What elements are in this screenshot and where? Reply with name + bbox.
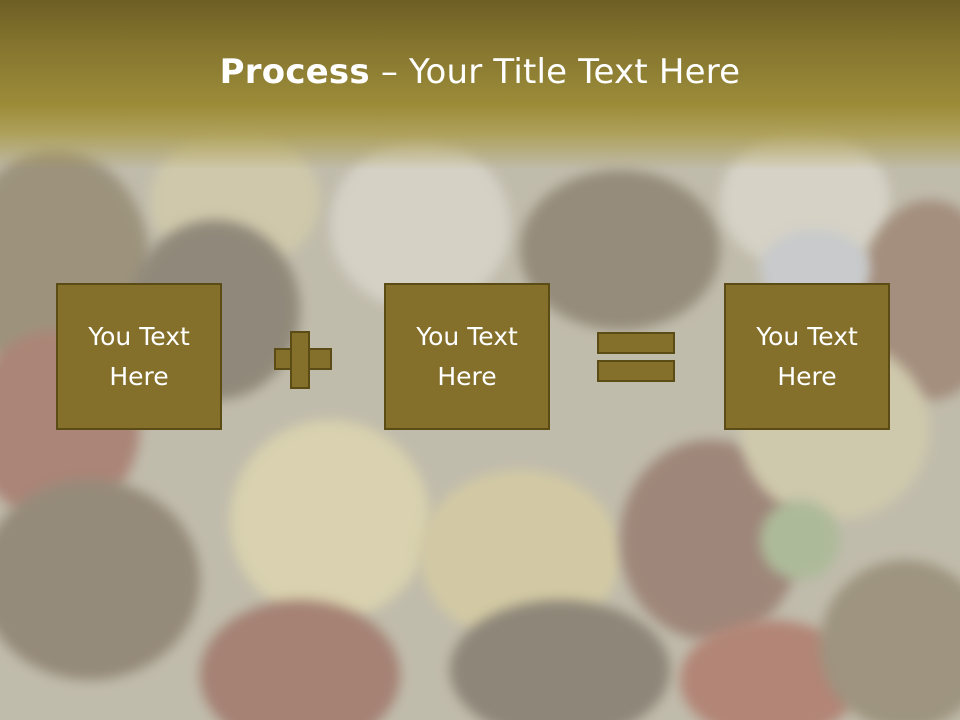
plus-center-fill xyxy=(292,350,308,368)
process-box-line2: Here xyxy=(777,361,837,391)
title-bold-part: Process xyxy=(219,52,370,92)
process-box-1[interactable]: You Text Here xyxy=(56,283,222,430)
process-box-line2: Here xyxy=(437,361,497,391)
equals-top-bar xyxy=(597,332,675,354)
process-box-line2: Here xyxy=(109,361,169,391)
process-box-line1: You Text xyxy=(88,321,190,351)
equals-bottom-bar xyxy=(597,360,675,382)
slide-title: Process – Your Title Text Here xyxy=(0,52,960,92)
process-box-text: You Text Here xyxy=(69,317,209,397)
process-box-line1: You Text xyxy=(416,321,518,351)
process-box-text: You Text Here xyxy=(397,317,537,397)
title-band xyxy=(0,0,960,170)
process-box-2[interactable]: You Text Here xyxy=(384,283,550,430)
process-box-text: You Text Here xyxy=(737,317,877,397)
process-box-line1: You Text xyxy=(756,321,858,351)
title-dash: – xyxy=(369,52,410,92)
process-box-3[interactable]: You Text Here xyxy=(724,283,890,430)
title-rest: Your Title Text Here xyxy=(409,52,741,92)
